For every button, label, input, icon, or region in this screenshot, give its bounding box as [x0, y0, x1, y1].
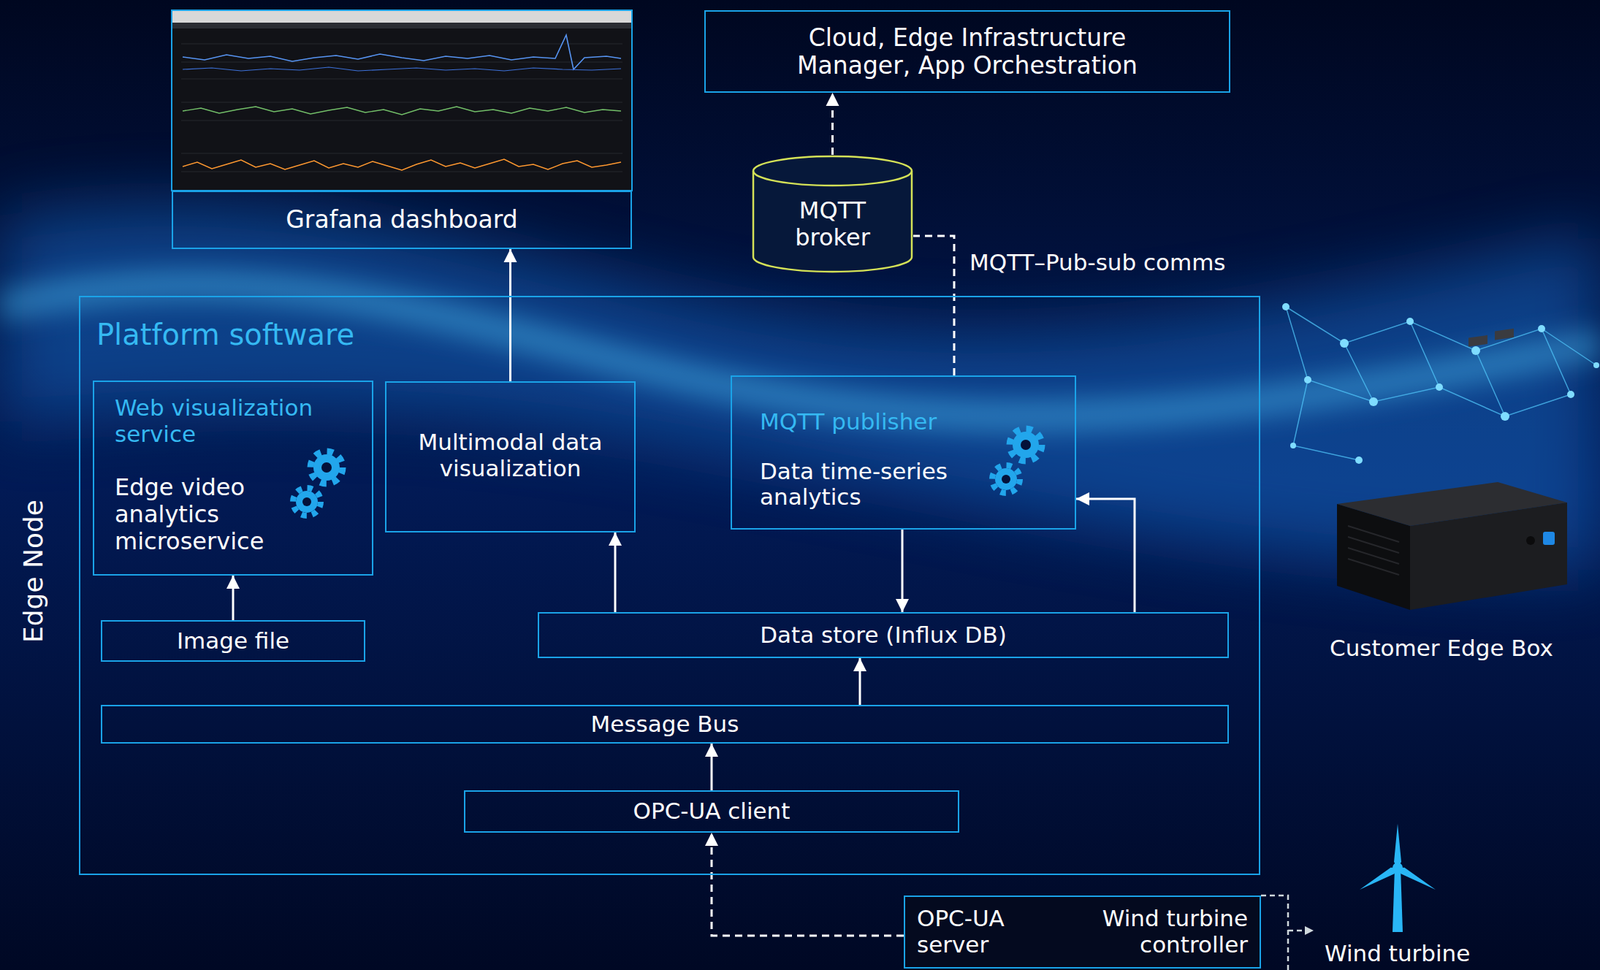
process-box: Multimodal data visualization — [385, 381, 636, 533]
device-box: OPC-UA server Wind turbine controller — [903, 895, 1262, 969]
turbine-caption: Wind turbine — [1324, 941, 1470, 968]
box-label: Cloud, Edge Infrastructure Manager, App … — [771, 24, 1164, 80]
cylinder-body — [753, 156, 912, 272]
turbine-leader — [1261, 895, 1307, 970]
box-label: MQTT broker — [773, 197, 892, 252]
side-label: Edge Node — [18, 499, 49, 643]
connector — [831, 92, 834, 155]
dashboard-screenshot — [171, 10, 632, 191]
group-heading: Platform software — [96, 317, 355, 352]
box-label: Grafana dashboard — [285, 206, 518, 234]
connector — [859, 658, 862, 706]
service-box: Web visualization serviceEdge video anal… — [92, 380, 374, 576]
cylinder-rim — [753, 170, 912, 186]
box-label: Multimodal data visualization — [393, 429, 627, 482]
connector — [710, 743, 714, 791]
box-label: OPC-UA client — [633, 798, 791, 825]
box-label: OPC-UA server — [916, 905, 1042, 958]
cloud-box: Cloud, Edge Infrastructure Manager, App … — [704, 10, 1231, 93]
broker-cylinder: MQTT broker — [751, 154, 914, 274]
device-caption: Customer Edge Box — [1329, 635, 1554, 662]
file-box: Image file — [100, 620, 366, 662]
box-label: Data store (Influx DB) — [759, 622, 1007, 649]
gear-icon — [310, 451, 343, 484]
gear-icon — [292, 488, 321, 516]
connector — [913, 235, 955, 376]
box-label: Image file — [176, 628, 290, 655]
connector — [232, 575, 235, 621]
gear-icon — [1009, 428, 1042, 462]
gear-icon — [992, 465, 1020, 494]
connector — [509, 249, 512, 382]
box-label: Wind turbine controller — [1072, 905, 1248, 958]
leader-head — [1304, 926, 1314, 936]
datastore-band: Data store (Influx DB) — [537, 612, 1229, 659]
client-box: OPC-UA client — [463, 790, 960, 833]
service-box: MQTT publisherData time-series analytics — [730, 375, 1077, 530]
box-label: Data time-series analytics — [759, 458, 1075, 511]
box-heading: Web visualization service — [114, 395, 372, 448]
connector — [901, 529, 904, 613]
connector — [1076, 498, 1135, 613]
connector — [614, 532, 617, 613]
edge-box-device — [1336, 328, 1568, 611]
dashboard-caption-box: Grafana dashboard — [171, 190, 632, 250]
bus-band: Message Bus — [100, 705, 1229, 744]
box-label: Message Bus — [591, 711, 740, 738]
connector — [711, 832, 904, 936]
network-dots — [1282, 303, 1600, 464]
box-heading: MQTT publisher — [759, 409, 1075, 436]
box-label: Edge video analytics microservice — [114, 474, 372, 555]
platform-group: Platform softwareWeb visualization servi… — [78, 295, 1261, 876]
network-mesh — [1285, 306, 1597, 461]
edge-label: MQTT–Pub-sub comms — [969, 249, 1226, 277]
wind-turbine-icon — [1358, 824, 1438, 933]
